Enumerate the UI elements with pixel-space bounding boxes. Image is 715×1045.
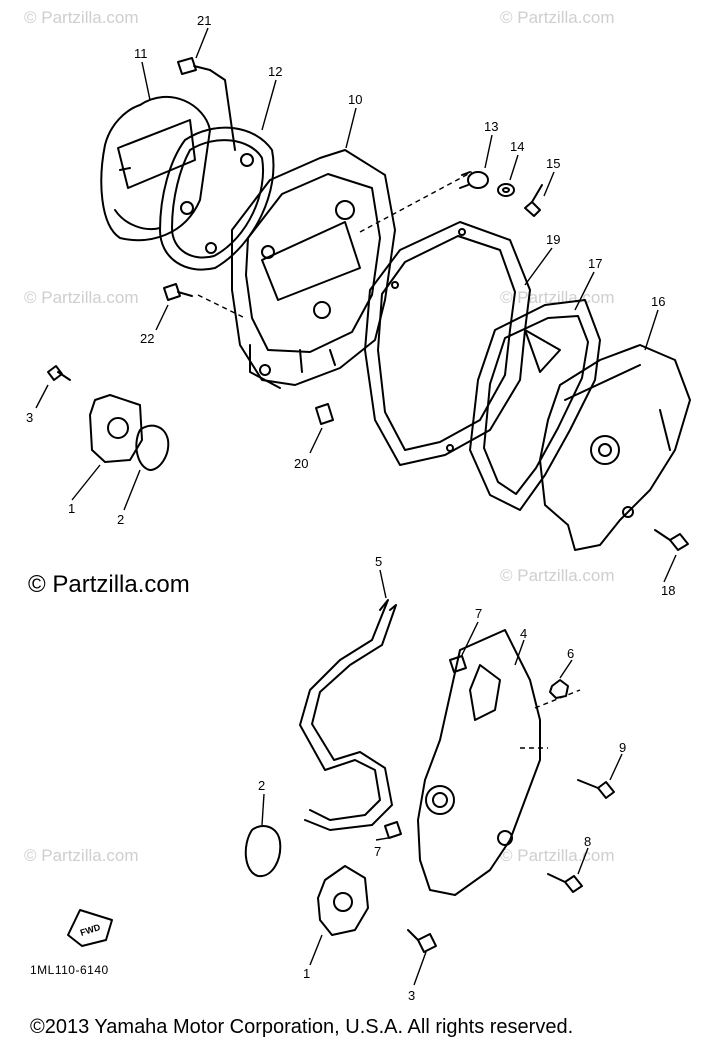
callout-17: 17 [588, 256, 602, 271]
watermark-lower-right: © Partzilla.com [500, 846, 615, 865]
bolt-15 [524, 184, 543, 217]
callout-14: 14 [510, 139, 524, 154]
callout-15: 15 [546, 156, 560, 171]
dowel-7-lower [384, 821, 402, 839]
nut-6 [549, 679, 569, 699]
callout-1-lower: 1 [303, 966, 310, 981]
small-gasket-2-lower [244, 825, 282, 878]
outer-cover-16 [539, 344, 691, 551]
bolt-18 [654, 529, 689, 551]
callout-10: 10 [348, 92, 362, 107]
bolt-8 [547, 873, 583, 893]
dowel-20 [315, 403, 334, 425]
watermark-center-right: © Partzilla.com [500, 566, 615, 585]
gasket-strip-5 [299, 599, 397, 831]
callout-6: 6 [567, 646, 574, 661]
gasket-17 [469, 299, 601, 511]
brand-watermark: © Partzilla.com [28, 571, 190, 598]
watermark-mid-left: © Partzilla.com [24, 288, 139, 307]
callout-7-lower: 7 [374, 844, 381, 859]
gasket-ring-12 [159, 126, 275, 271]
callout-3-upper: 3 [26, 410, 33, 425]
callout-9: 9 [619, 740, 626, 755]
small-cover-1-lower [317, 865, 369, 936]
small-cover-1-upper [89, 394, 143, 463]
callout-18: 18 [661, 583, 675, 598]
callout-2-upper: 2 [117, 512, 124, 527]
watermark-lower-left: © Partzilla.com [24, 846, 139, 865]
bolt-22 [163, 283, 193, 301]
bolt-3-upper [47, 365, 71, 381]
lower-cover-4 [417, 629, 541, 896]
callout-13: 13 [484, 119, 498, 134]
fwd-arrow-icon [67, 909, 113, 947]
crankcase-cover-10 [231, 149, 396, 389]
callout-16: 16 [651, 294, 665, 309]
callout-7-upper: 7 [475, 606, 482, 621]
small-gasket-2-upper [135, 424, 170, 471]
washer-14 [497, 183, 515, 197]
callout-21: 21 [197, 13, 211, 28]
callout-3-lower: 3 [408, 988, 415, 1003]
fwd-label: FWD [79, 922, 102, 938]
dowel-7-upper [449, 655, 467, 673]
callout-2-lower: 2 [258, 778, 265, 793]
callout-12: 12 [268, 64, 282, 79]
bolt-9 [577, 779, 615, 799]
nut-13 [459, 171, 489, 189]
gasket-19 [364, 221, 531, 466]
callout-20: 20 [294, 456, 308, 471]
watermark-top-right: © Partzilla.com [500, 8, 615, 27]
watermark-top-left: © Partzilla.com [24, 8, 139, 27]
copyright-notice: ©2013 Yamaha Motor Corporation, U.S.A. A… [30, 1016, 574, 1038]
bolt-3-lower [407, 929, 437, 953]
callout-5: 5 [375, 554, 382, 569]
callout-11: 11 [134, 46, 148, 61]
cover-plate-11 [100, 95, 211, 242]
bolt-21 [177, 57, 236, 151]
callout-19: 19 [546, 232, 560, 247]
callout-4: 4 [520, 626, 527, 641]
callout-8: 8 [584, 834, 591, 849]
catalog-code: 1ML110-6140 [30, 963, 109, 977]
callout-1-upper: 1 [68, 501, 75, 516]
leader-lines [35, 27, 677, 986]
callout-22: 22 [140, 331, 154, 346]
